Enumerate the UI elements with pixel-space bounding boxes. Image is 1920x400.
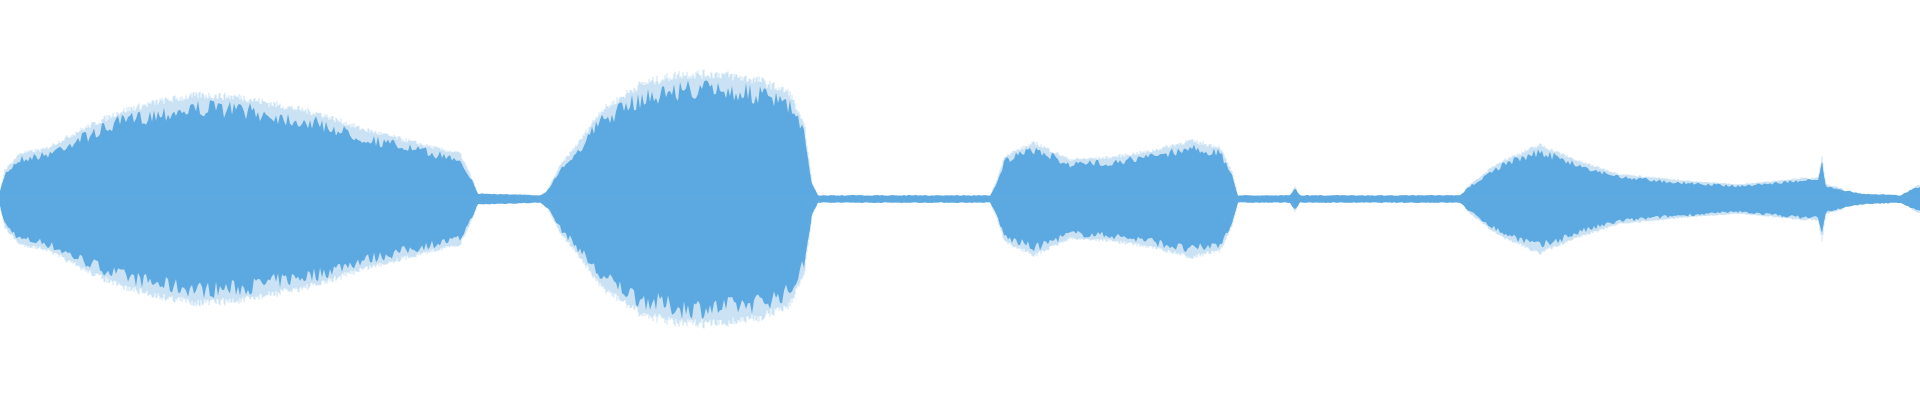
waveform-baseline bbox=[0, 197, 1920, 201]
